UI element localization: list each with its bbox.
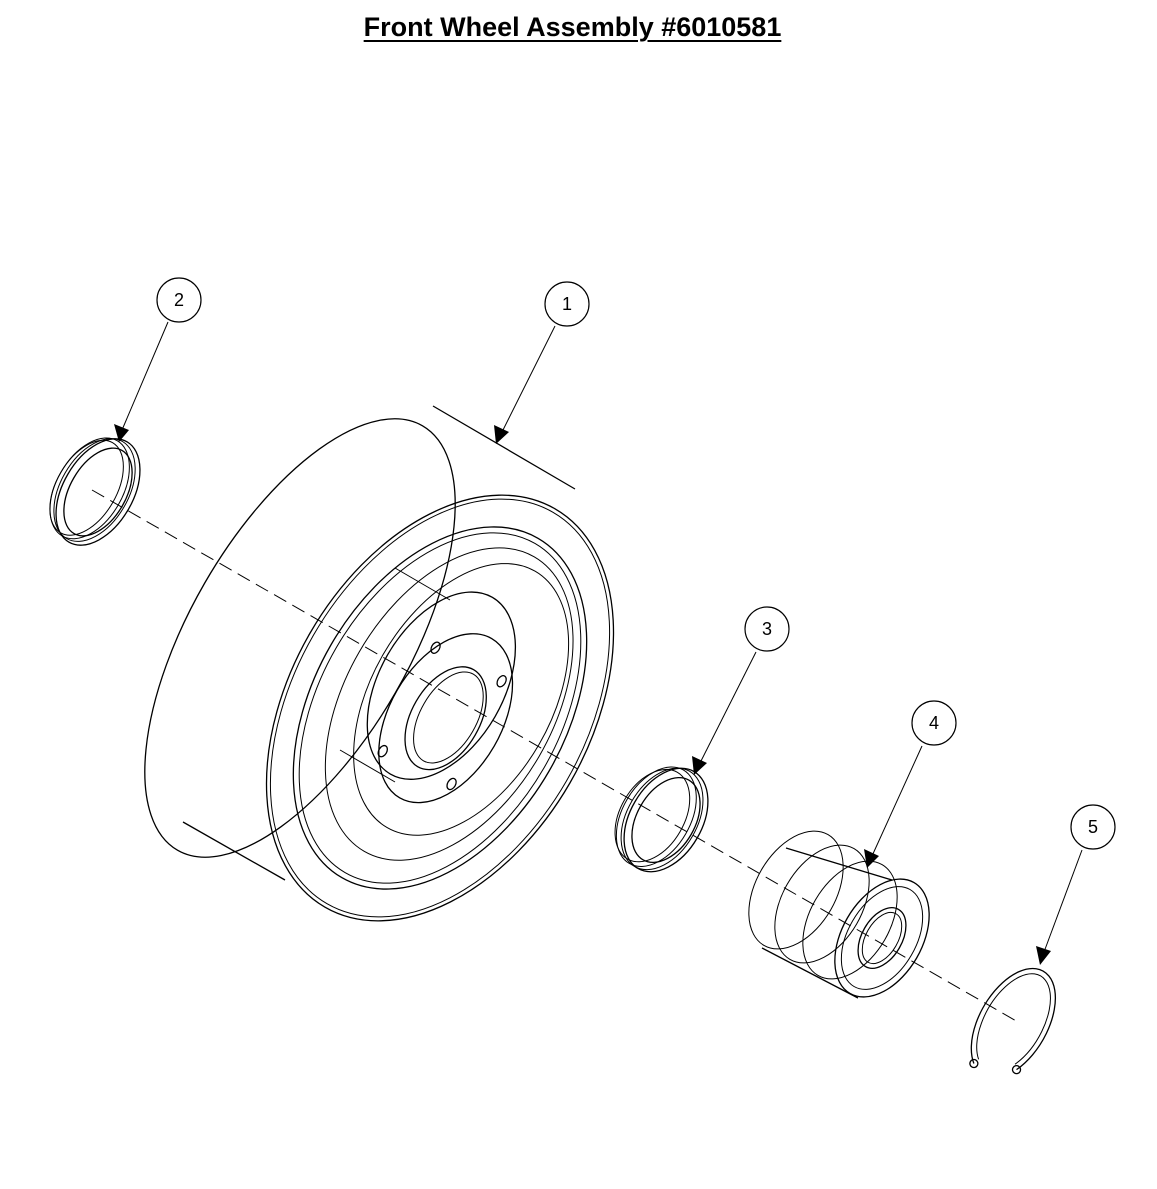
part-retaining-ring [969,967,1057,1075]
callout-5: 5 [1070,804,1116,850]
callout-label: 4 [929,713,939,733]
callout-label: 5 [1088,817,1098,837]
leader-lines [114,321,1083,965]
diagram-title: Front Wheel Assembly #6010581 [363,12,782,42]
callout-label: 1 [562,294,572,314]
center-axis-line [91,489,1019,1023]
part-bearing [748,830,930,999]
callout-4: 4 [911,700,957,746]
callout-2: 2 [156,277,202,323]
callout-3: 3 [744,606,790,652]
wheel-body [144,405,615,922]
part-seal-right [614,766,709,873]
callout-1: 1 [544,281,590,327]
callout-label: 3 [762,619,772,639]
part-seal-left [49,437,141,546]
callout-label: 2 [174,290,184,310]
